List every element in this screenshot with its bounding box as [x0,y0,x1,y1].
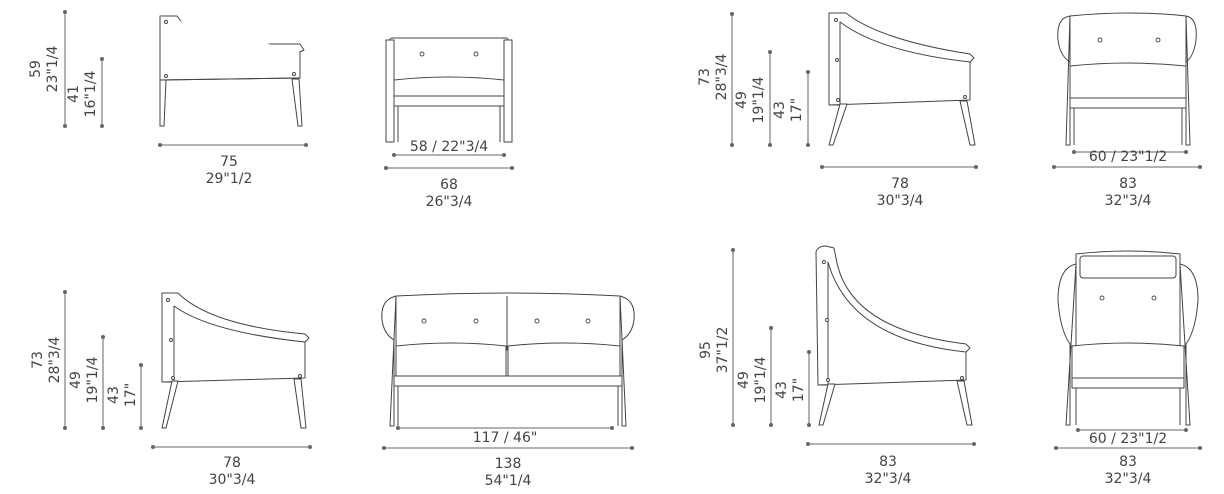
sofa-depth-dimension: 78 30"3/4 [151,445,312,488]
armchair-medium-seat-height-in: 17" [789,98,805,122]
armchair-medium-inner-width: 60 / 23"1/2 [1089,149,1167,165]
armchair-high-depth-cm: 83 [879,454,897,470]
armchair-low-height-in: 23"1/4 [45,46,61,93]
armchair-medium-width-dimension: 60 / 23"1/2 83 32"3/4 [1052,149,1202,209]
armchair-low-seat-height-cm: 41 [66,85,82,103]
armchair-medium-height-in: 28"3/4 [714,54,730,101]
armchair-high-group: 95 37"1/2 49 19"1/4 43 17" 83 32"3/4 [698,245,1202,487]
armchair-low-height-cm: 59 [28,60,44,78]
armchair-low-depth-cm: 75 [220,154,238,170]
armchair-high-width-dimension: 60 / 23"1/2 83 32"3/4 [1054,428,1202,487]
armchair-high-depth-dimension: 83 32"3/4 [806,442,976,487]
armchair-medium-depth-dimension: 78 30"3/4 [820,165,978,209]
armchair-high-seat-height-cm: 43 [774,381,790,399]
armchair-low-front-view [385,37,513,143]
armchair-medium-side-view [828,12,976,146]
armchair-medium-group: 73 28"3/4 49 19"1/4 43 17" 78 30"3/4 [697,12,1202,209]
sofa-arm-height-cm: 49 [68,371,84,389]
sofa-depth-cm: 78 [223,455,241,471]
armchair-high-width-in: 32"3/4 [1105,471,1152,487]
armchair-low-width-cm: 68 [440,177,458,193]
sofa-width-dimension: 117 / 46" 138 54"1/4 [382,426,634,489]
armchair-medium-arm-height-cm: 49 [734,91,750,109]
armchair-high-height-cm: 95 [698,341,714,359]
armchair-high-inner-width: 60 / 23"1/2 [1089,431,1167,447]
sofa-front-view [381,292,635,427]
armchair-low-side-view [159,15,305,127]
armchair-medium-width-in: 32"3/4 [1105,193,1152,209]
sofa-seat-height-in: 17" [123,383,139,407]
armchair-high-arm-height-in: 19"1/4 [753,357,769,404]
sofa-width-in: 54"1/4 [485,473,532,489]
armchair-low-depth-dimension: 75 29"1/2 [158,143,308,187]
armchair-medium-depth-cm: 78 [891,176,909,192]
armchair-low-depth-in: 29"1/2 [206,171,253,187]
sofa-seat-height-cm: 43 [106,386,122,404]
armchair-high-depth-in: 32"3/4 [865,471,912,487]
sofa-height-cm: 73 [30,351,46,369]
armchair-high-height-dimension: 95 37"1/2 49 19"1/4 43 17" [698,248,811,427]
sofa-group: 73 28"3/4 49 19"1/4 43 17" 78 30"3/4 [30,290,635,489]
sofa-height-dimension: 73 28"3/4 49 19"1/4 43 17" [30,290,143,430]
sofa-side-view [161,292,310,429]
armchair-medium-depth-in: 30"3/4 [877,193,924,209]
sofa-inner-width: 117 / 46" [473,430,538,446]
armchair-low-seat-height-in: 16"1/4 [83,71,99,118]
armchair-high-height-in: 37"1/2 [715,327,731,374]
armchair-low-group: 59 23"1/4 41 16"1/4 75 29"1/2 [28,10,514,210]
armchair-medium-width-cm: 83 [1119,176,1137,192]
sofa-height-in: 28"3/4 [47,337,63,384]
armchair-low-width-dimension: 58 / 22"3/4 68 26"3/4 [384,139,514,210]
armchair-low-width-in: 26"3/4 [426,194,473,210]
armchair-medium-height-dimension: 73 28"3/4 49 19"1/4 43 17" [697,12,810,147]
armchair-medium-front-view [1057,12,1197,146]
armchair-high-seat-height-in: 17" [791,378,807,402]
armchair-medium-seat-height-cm: 43 [772,101,788,119]
armchair-high-side-view [815,245,973,426]
sofa-width-cm: 138 [495,456,522,472]
armchair-high-front-view [1057,250,1199,426]
sofa-arm-height-in: 19"1/4 [85,357,101,404]
armchair-medium-arm-height-in: 19"1/4 [751,77,767,124]
armchair-high-arm-height-cm: 49 [736,371,752,389]
sofa-depth-in: 30"3/4 [209,472,256,488]
armchair-medium-height-cm: 73 [697,68,713,86]
armchair-high-width-cm: 83 [1119,454,1137,470]
armchair-low-height-dimension: 59 23"1/4 41 16"1/4 [28,10,104,128]
armchair-low-inner-width: 58 / 22"3/4 [410,139,488,155]
